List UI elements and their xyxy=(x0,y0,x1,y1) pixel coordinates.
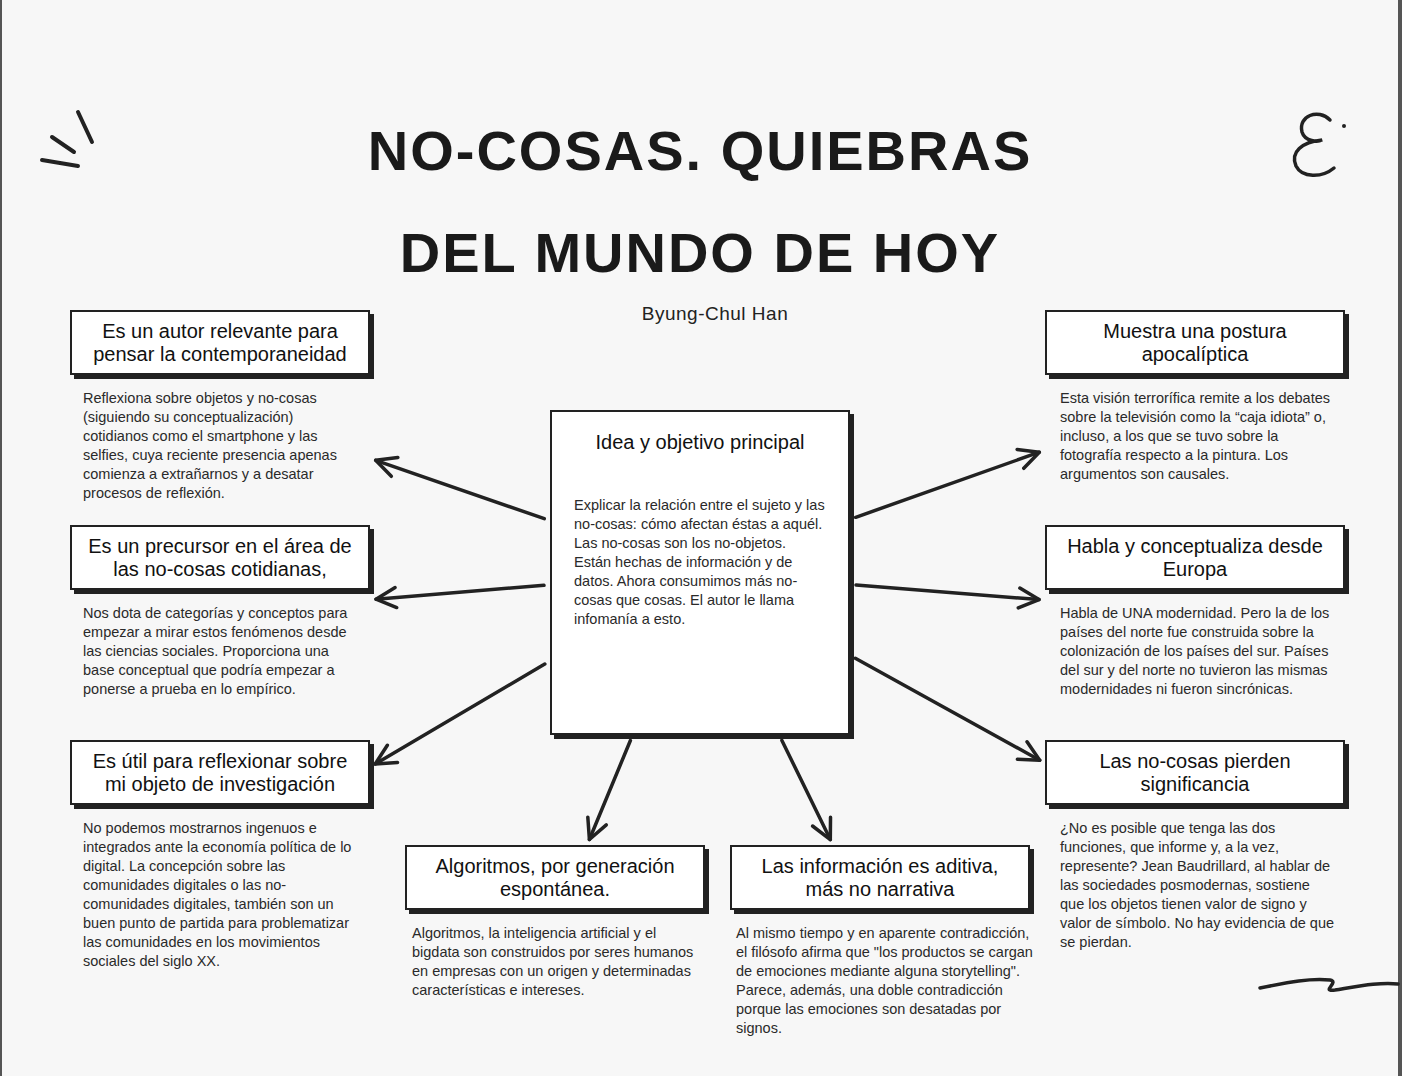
arrow-connector xyxy=(856,452,1040,517)
body-text: Explicar la relación entre el sujeto y l… xyxy=(574,496,826,629)
heading-box: Es útil para reflexionar sobre mi objeto… xyxy=(70,740,370,805)
doodle-wave xyxy=(1260,979,1398,990)
topic-box: Habla y conceptualiza desde EuropaHabla … xyxy=(1045,525,1345,699)
topic-box: Muestra una postura apocalípticaEsta vis… xyxy=(1045,310,1345,484)
arrow-connector xyxy=(376,460,545,518)
doodle-strokes xyxy=(42,112,92,166)
body-text: ¿No es posible que tenga las dos funcion… xyxy=(1060,819,1338,952)
edge-strip xyxy=(1398,0,1402,1076)
heading-box: Habla y conceptualiza desde Europa xyxy=(1045,525,1345,590)
heading-box: Las no-cosas pierden significancia xyxy=(1045,740,1345,805)
heading-box: Muestra una postura apocalíptica xyxy=(1045,310,1345,375)
heading-text: Idea y objetivo principal xyxy=(574,430,826,454)
doodle-squiggle xyxy=(1294,114,1334,175)
topic-box: Es un autor relevante para pensar la con… xyxy=(70,310,370,503)
body-text: Al mismo tiempo y en aparente contradicc… xyxy=(736,924,1034,1038)
arrow-connector xyxy=(589,741,630,840)
diagram-title: NO-COSAS. QUIEBRAS DEL MUNDO DE HOY xyxy=(300,100,1100,304)
body-text: No podemos mostrarnos ingenuos e integra… xyxy=(83,819,359,971)
body-text: Esta visión terrorífica remite a los deb… xyxy=(1060,389,1336,484)
edge-strip xyxy=(0,0,2,1076)
topic-box: Algoritmos, por generación espontánea. Al… xyxy=(405,845,705,1000)
topic-box: Es un precursor en el área de las no-cos… xyxy=(70,525,370,699)
arrow-connector xyxy=(375,664,545,764)
arrow-connector xyxy=(855,658,1039,760)
doodle-dot xyxy=(1342,124,1346,128)
main-idea-box: Idea y objetivo principalExplicar la rel… xyxy=(550,410,850,735)
arrow-connector xyxy=(376,585,544,599)
arrow-connector xyxy=(856,585,1039,600)
author-label: Byung-Chul Han xyxy=(565,303,865,325)
body-text: Habla de UNA modernidad. Pero la de los … xyxy=(1060,604,1336,699)
heading-box: Algoritmos, por generación espontánea. xyxy=(405,845,705,910)
heading-box: Es un precursor en el área de las no-cos… xyxy=(70,525,370,590)
body-text: Algoritmos, la inteligencia artificial y… xyxy=(412,924,704,1000)
topic-box: Las no-cosas pierden significancia ¿No es… xyxy=(1045,740,1345,952)
topic-box: Las información es aditiva, más no narra… xyxy=(730,845,1030,1038)
body-text: Nos dota de categorías y conceptos para … xyxy=(83,604,357,699)
heading-box: Es un autor relevante para pensar la con… xyxy=(70,310,370,375)
topic-box: Es útil para reflexionar sobre mi objeto… xyxy=(70,740,370,971)
heading-box: Las información es aditiva, más no narra… xyxy=(730,845,1030,910)
body-text: Reflexiona sobre objetos y no-cosas (sig… xyxy=(83,389,357,503)
arrow-connector xyxy=(782,740,830,839)
